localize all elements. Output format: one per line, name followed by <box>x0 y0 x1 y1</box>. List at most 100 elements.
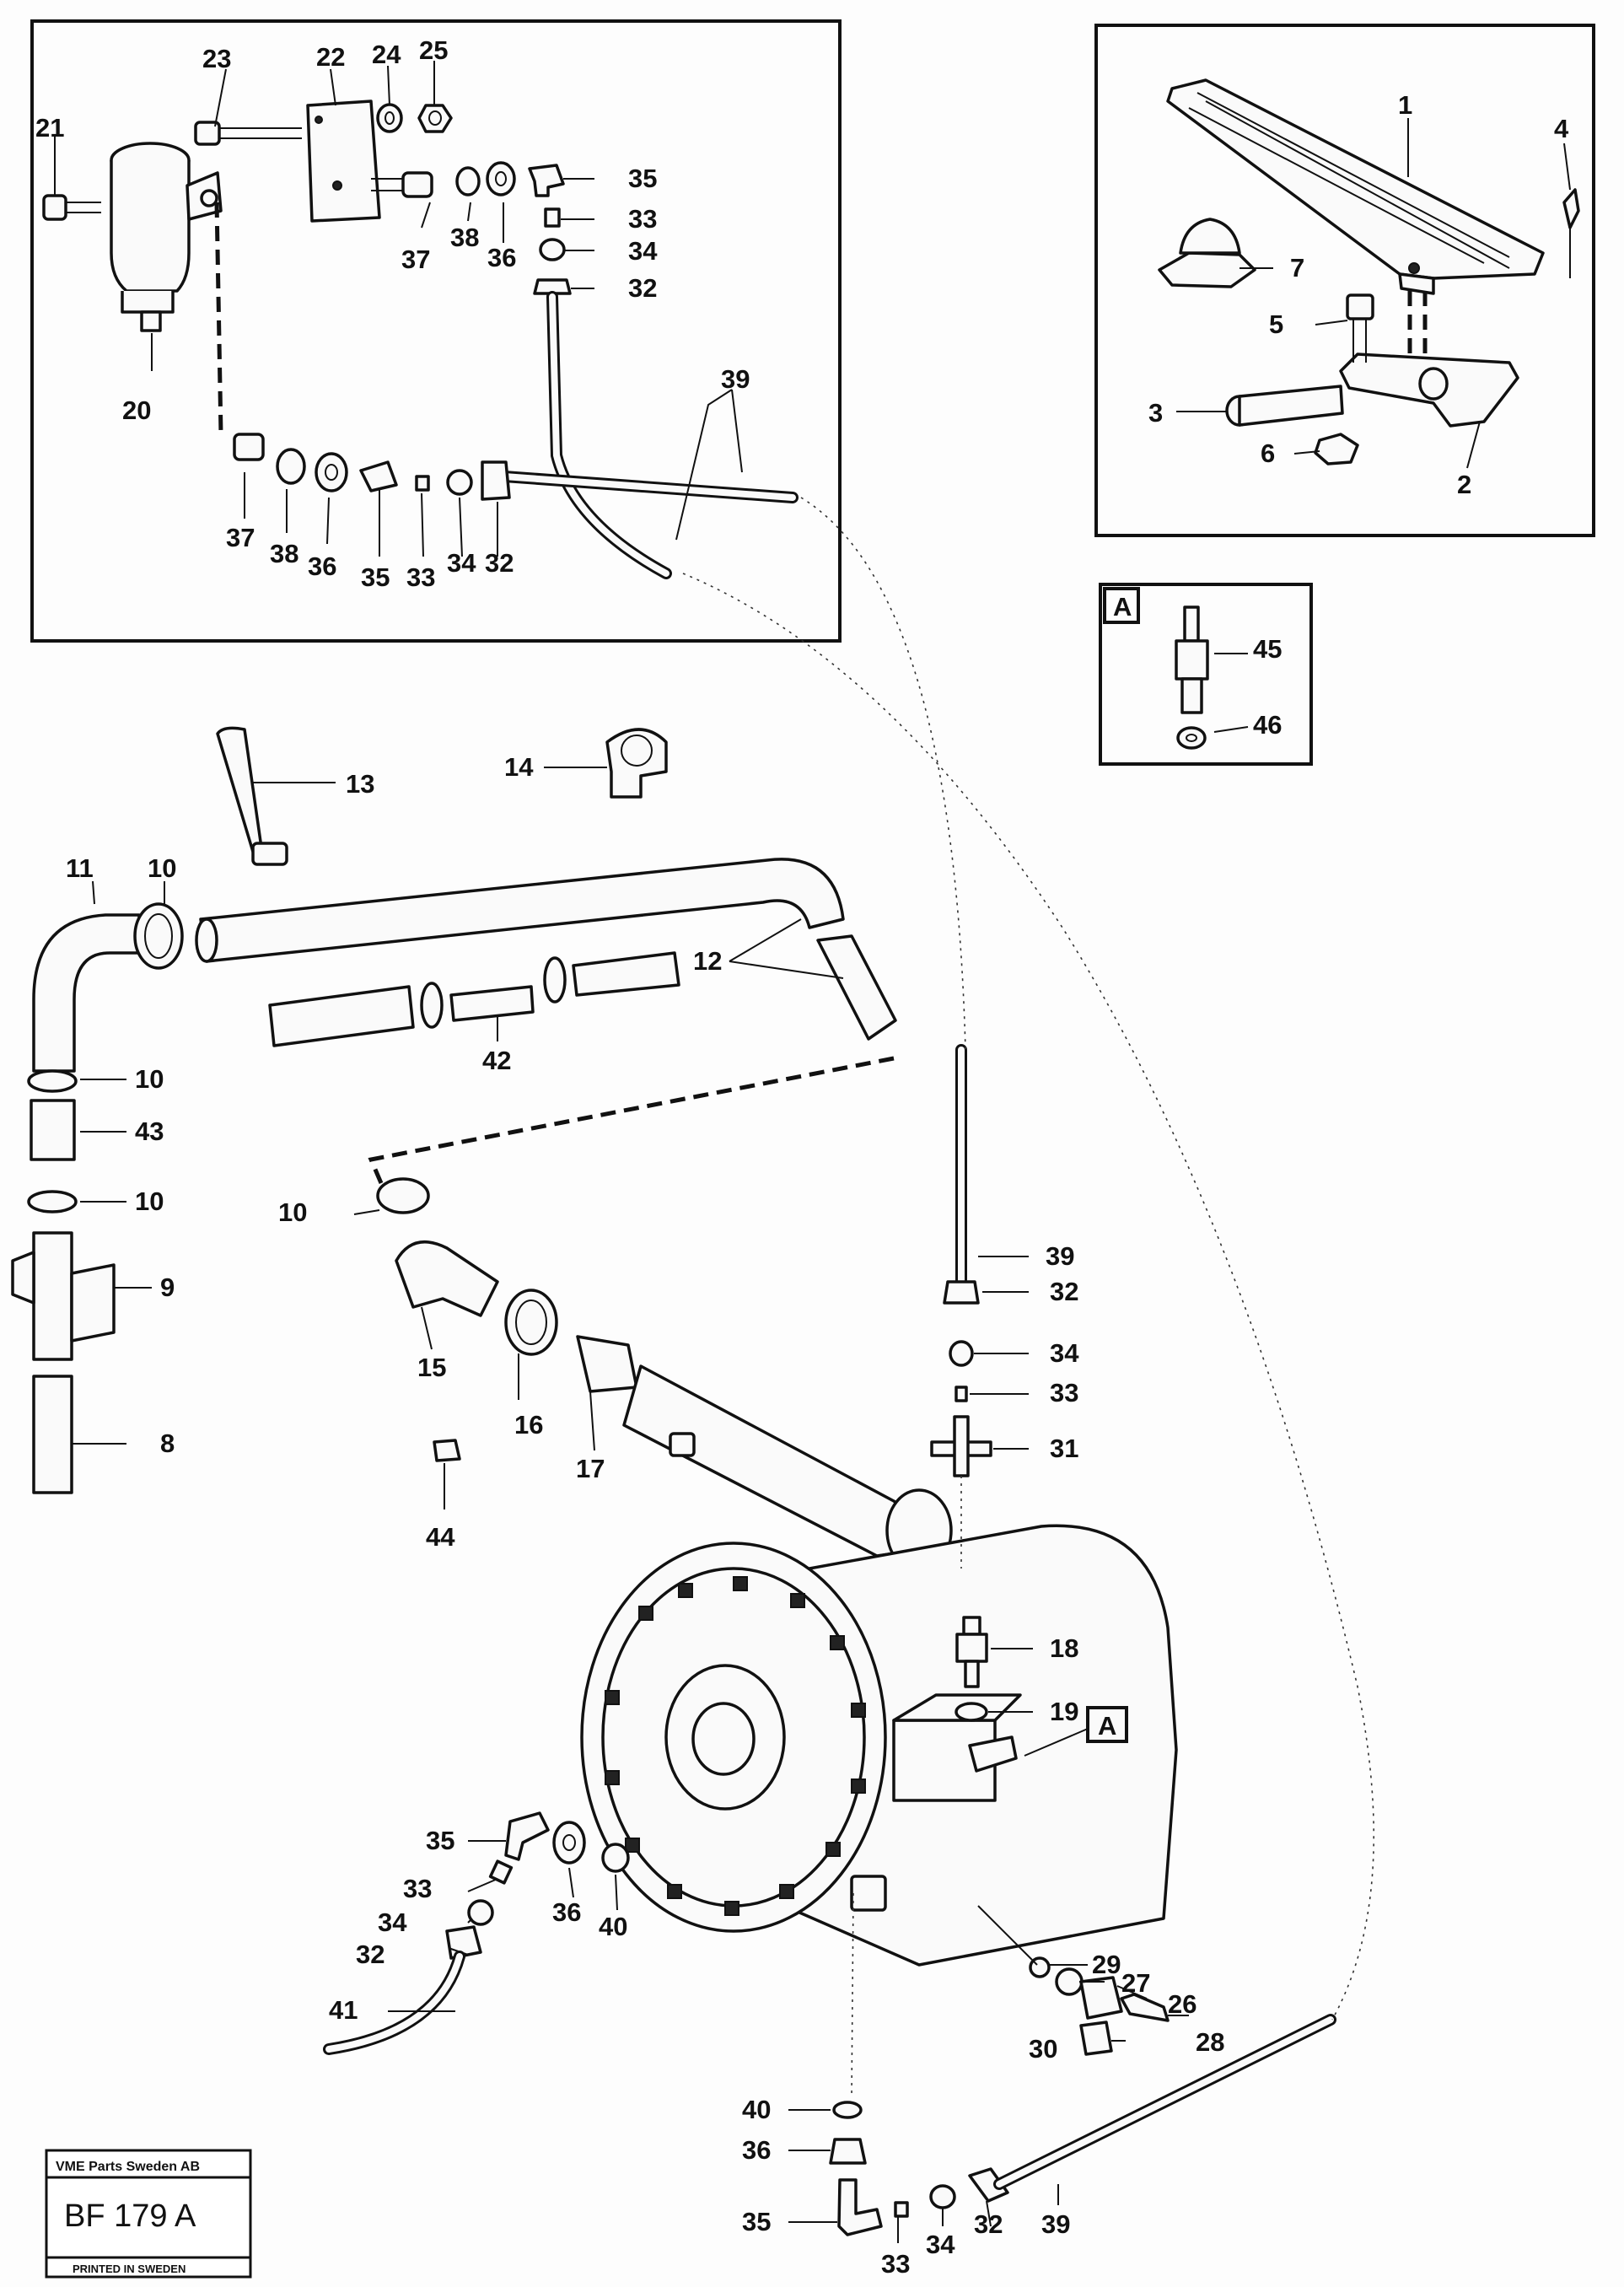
label-36b: 36 <box>308 552 336 581</box>
label-44: 44 <box>426 1522 455 1552</box>
label-19: 19 <box>1050 1697 1078 1726</box>
sleeve-34c-part <box>949 1340 974 1367</box>
strap-13-part <box>216 726 336 866</box>
label-40c: 40 <box>599 1912 627 1941</box>
label-7: 7 <box>1290 253 1304 283</box>
label-4: 4 <box>1554 114 1569 143</box>
label-20: 20 <box>122 396 151 425</box>
washer-40b-part <box>832 2101 863 2119</box>
label-6: 6 <box>1261 439 1275 468</box>
label-28: 28 <box>1196 2027 1224 2057</box>
plug-44-part <box>433 1439 461 1462</box>
label-10c: 10 <box>135 1187 164 1216</box>
nut-6-part <box>1314 433 1359 465</box>
stamp-company: VME Parts Sweden AB <box>56 2160 200 2174</box>
label-12: 12 <box>693 946 722 976</box>
label-32: 32 <box>628 273 657 303</box>
label-39: 39 <box>721 364 750 394</box>
pipe-8-part <box>32 1375 73 1494</box>
sleeve-43-part <box>30 1099 76 1161</box>
transmission-housing-part <box>580 1524 1178 1967</box>
fitting-row-top <box>371 161 565 198</box>
label-5: 5 <box>1269 309 1283 339</box>
callout-a-leader <box>1024 1728 1089 1757</box>
label-34d: 34 <box>378 1908 407 1937</box>
label-33e: 33 <box>881 2249 910 2279</box>
leader-a <box>1213 653 1249 733</box>
label-32d: 32 <box>356 1940 384 1969</box>
labels-bottom: 40 36 35 33 34 32 39 <box>742 2095 1070 2279</box>
labels-main-right: 39 32 34 33 31 18 19 <box>970 1241 1079 1726</box>
stamp-printed: PRINTED IN SWEDEN <box>73 2263 186 2275</box>
bracket-9-part <box>11 1231 116 1361</box>
detail-frame-left <box>30 19 842 643</box>
label-45: 45 <box>1253 634 1282 664</box>
label-33d: 33 <box>403 1874 432 1903</box>
labels-main-left: 13 14 11 10 12 42 10 43 10 9 8 <box>66 752 844 1458</box>
detail-frame-pedal <box>1094 24 1595 537</box>
label-16: 16 <box>514 1410 543 1439</box>
label-2: 2 <box>1457 470 1471 499</box>
label-17: 17 <box>576 1454 605 1483</box>
label-10d: 10 <box>278 1197 307 1227</box>
label-39d: 39 <box>1041 2209 1070 2239</box>
label-11: 11 <box>66 853 94 883</box>
label-36: 36 <box>487 243 516 272</box>
clamp-10d-part <box>376 1177 430 1214</box>
title-stamp: VME Parts Sweden AB BF 179 A PRINTED IN … <box>45 2149 252 2279</box>
label-3: 3 <box>1148 398 1163 428</box>
label-21: 21 <box>35 113 64 143</box>
clamp-16-part <box>504 1289 558 1356</box>
plate-22-part <box>306 100 381 223</box>
label-35d: 35 <box>742 2207 771 2236</box>
label-33: 33 <box>628 204 657 234</box>
nut-32b-part <box>968 2167 1009 2203</box>
labels-cluster-right: 29 27 26 28 30 <box>977 1905 1224 2064</box>
nut-25-hole <box>428 110 442 126</box>
label-13: 13 <box>346 769 374 799</box>
label-24: 24 <box>372 40 401 69</box>
clip-14-part <box>544 728 668 799</box>
labels-main-mid: 10 15 16 17 44 <box>278 1197 605 1552</box>
labels-top-left: 23 22 24 25 21 35 33 34 37 38 36 32 20 3… <box>35 35 750 592</box>
labels-cluster-left: 35 33 34 32 41 36 40 <box>329 1826 627 2025</box>
hose-12b-part <box>816 934 897 1041</box>
label-10b: 10 <box>135 1064 164 1094</box>
flange-bolts <box>605 1576 866 1916</box>
label-35b: 35 <box>361 562 390 592</box>
clamp-10b-part <box>27 1069 78 1093</box>
sensor-18-part <box>955 1616 988 1688</box>
label-8: 8 <box>160 1429 175 1458</box>
route-line-1 <box>800 497 966 1051</box>
label-33c: 33 <box>1050 1378 1078 1407</box>
label-29: 29 <box>1092 1950 1121 1979</box>
sensor-45-part <box>1175 605 1209 750</box>
fitting-row-bottom <box>233 433 511 501</box>
label-23: 23 <box>202 44 231 73</box>
label-34b: 34 <box>447 548 476 578</box>
sleeve-34b-part <box>929 2184 956 2209</box>
label-25: 25 <box>419 35 448 65</box>
label-14: 14 <box>504 752 534 782</box>
label-38b: 38 <box>270 539 298 568</box>
label-22: 22 <box>316 42 345 72</box>
nut-36b-part <box>829 2138 867 2165</box>
label-33b: 33 <box>406 562 435 592</box>
label-1: 1 <box>1398 90 1412 120</box>
stamp-code: BF 179 A <box>64 2198 196 2234</box>
elbow-35b-part <box>837 2178 883 2236</box>
label-18: 18 <box>1050 1633 1078 1663</box>
nut-32c-part <box>943 1280 980 1305</box>
dashed-link-left <box>214 202 223 435</box>
stop-7-part <box>1158 218 1256 288</box>
label-43: 43 <box>135 1117 164 1146</box>
label-9: 9 <box>160 1273 175 1302</box>
sleeve-34-part <box>539 238 566 261</box>
clamp-10c-part <box>27 1190 78 1213</box>
nut-32-part <box>533 278 572 295</box>
label-34e: 34 <box>926 2230 955 2259</box>
label-35: 35 <box>628 164 657 193</box>
label-10: 10 <box>148 853 176 883</box>
plate-hole <box>315 116 323 124</box>
detail-a-marker: A <box>1113 592 1132 622</box>
